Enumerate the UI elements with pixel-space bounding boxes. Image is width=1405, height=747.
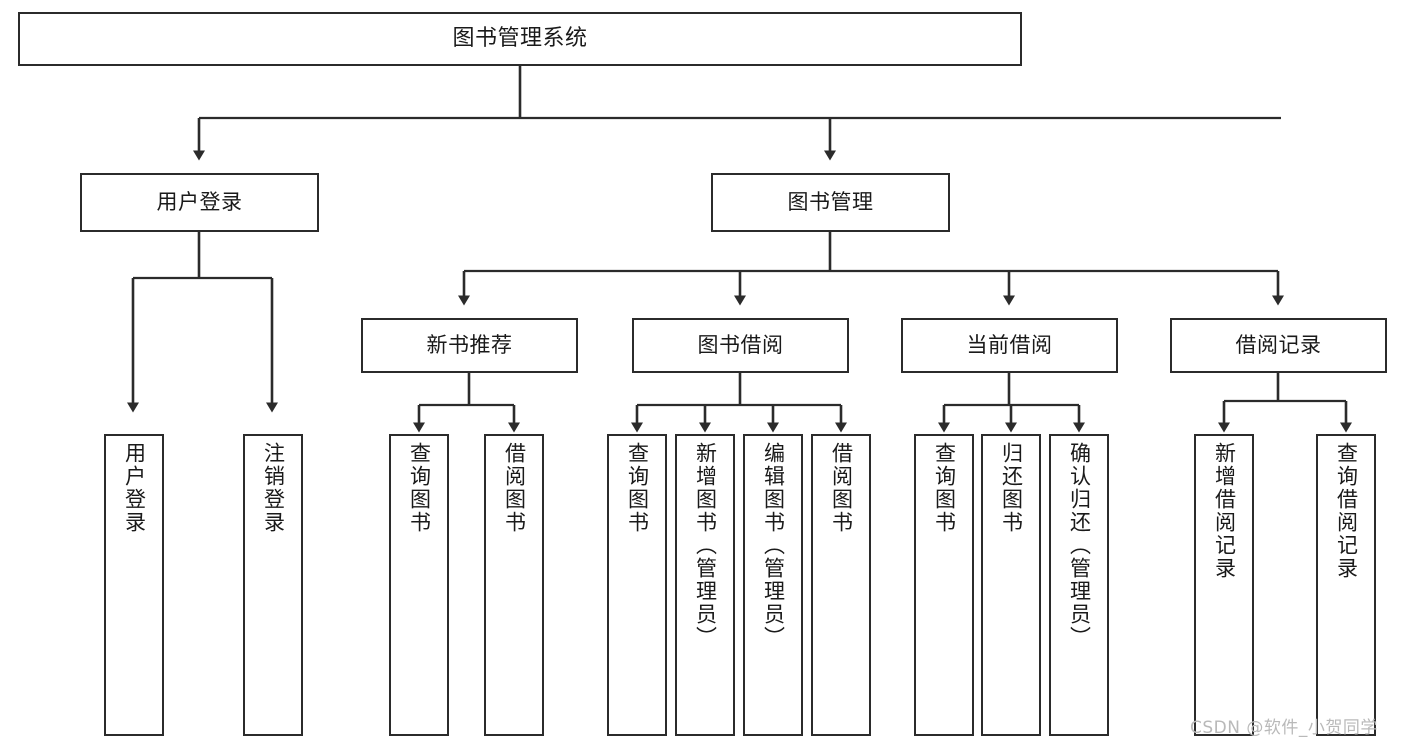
leaf-query-book-recommend[interactable]: 查询图书 bbox=[389, 434, 449, 736]
node-label: 借阅图书 bbox=[502, 442, 527, 534]
node-label: 查询图书 bbox=[407, 442, 432, 534]
node-label: 图书管理 bbox=[787, 189, 874, 214]
node-label: 注销登录 bbox=[261, 442, 286, 534]
node-label: 借阅图书 bbox=[829, 442, 854, 534]
node-label: 用户登录 bbox=[122, 442, 147, 534]
leaf-user-login[interactable]: 用户登录 bbox=[104, 434, 164, 736]
node-new-book-recommend[interactable]: 新书推荐 bbox=[361, 318, 578, 373]
leaf-add-book[interactable]: 新增图书（管理员） bbox=[675, 434, 735, 736]
node-label: 查询图书 bbox=[932, 442, 957, 534]
node-label: 当前借阅 bbox=[966, 332, 1053, 357]
node-label: 新增借阅记录 bbox=[1212, 442, 1237, 580]
node-label: 图书借阅 bbox=[697, 332, 784, 357]
leaf-query-book-current[interactable]: 查询图书 bbox=[914, 434, 974, 736]
leaf-logout[interactable]: 注销登录 bbox=[243, 434, 303, 736]
node-current-borrow[interactable]: 当前借阅 bbox=[901, 318, 1118, 373]
leaf-add-borrow-record[interactable]: 新增借阅记录 bbox=[1194, 434, 1254, 736]
leaf-query-book-borrow[interactable]: 查询图书 bbox=[607, 434, 667, 736]
leaf-return-book[interactable]: 归还图书 bbox=[981, 434, 1041, 736]
node-book-management[interactable]: 图书管理 bbox=[711, 173, 950, 232]
leaf-edit-book[interactable]: 编辑图书（管理员） bbox=[743, 434, 803, 736]
leaf-borrow-book[interactable]: 借阅图书 bbox=[811, 434, 871, 736]
node-user-login[interactable]: 用户登录 bbox=[80, 173, 319, 232]
node-label: 编辑图书（管理员） bbox=[761, 442, 786, 649]
node-label: 查询图书 bbox=[625, 442, 650, 534]
leaf-query-borrow-record[interactable]: 查询借阅记录 bbox=[1316, 434, 1376, 736]
node-label: 确认归还（管理员） bbox=[1067, 442, 1092, 649]
node-label: 图书管理系统 bbox=[452, 25, 588, 51]
leaf-borrow-book-recommend[interactable]: 借阅图书 bbox=[484, 434, 544, 736]
node-label: 借阅记录 bbox=[1235, 332, 1322, 357]
node-label: 用户登录 bbox=[156, 189, 243, 214]
node-label: 新书推荐 bbox=[426, 332, 513, 357]
node-root-system[interactable]: 图书管理系统 bbox=[18, 12, 1022, 66]
csdn-watermark: CSDN @软件_小贺同学 bbox=[1190, 718, 1378, 738]
node-label: 查询借阅记录 bbox=[1334, 442, 1359, 580]
node-borrow-record[interactable]: 借阅记录 bbox=[1170, 318, 1387, 373]
node-book-borrow[interactable]: 图书借阅 bbox=[632, 318, 849, 373]
leaf-confirm-return[interactable]: 确认归还（管理员） bbox=[1049, 434, 1109, 736]
node-label: 归还图书 bbox=[999, 442, 1024, 534]
node-label: 新增图书（管理员） bbox=[693, 442, 718, 649]
